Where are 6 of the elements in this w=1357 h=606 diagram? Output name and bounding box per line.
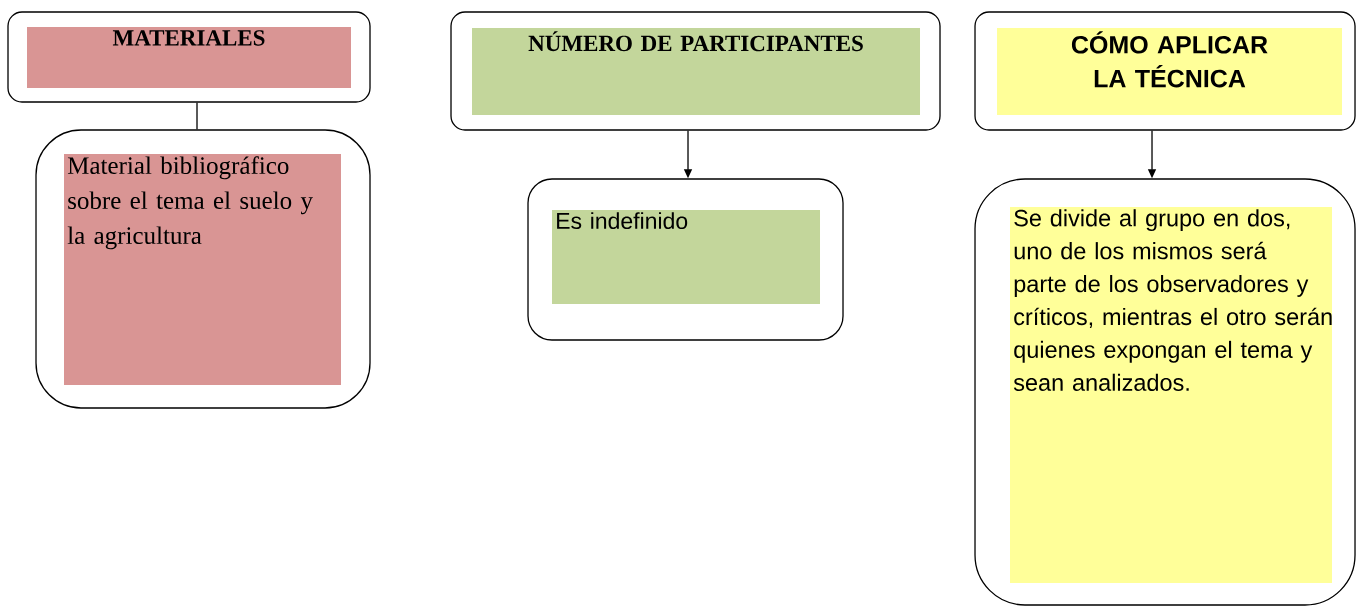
heading-box: CÓMO APLICAR LA TÉCNICA [974,11,1356,131]
content-box: Material bibliográfico sobre el tema el suelo y la agricultura [35,129,371,409]
heading-box: NÚMERO DE PARTICIPANTES [450,11,941,131]
content-box: Es indefinido [527,178,844,341]
content-box: Se divide al grupo en dos, uno de los mismos será parte de los observadores y críticos, mientras el otro serán quienes expongan el tema y sean analizados. [974,178,1356,606]
heading-box: MATERIALES [7,11,371,103]
